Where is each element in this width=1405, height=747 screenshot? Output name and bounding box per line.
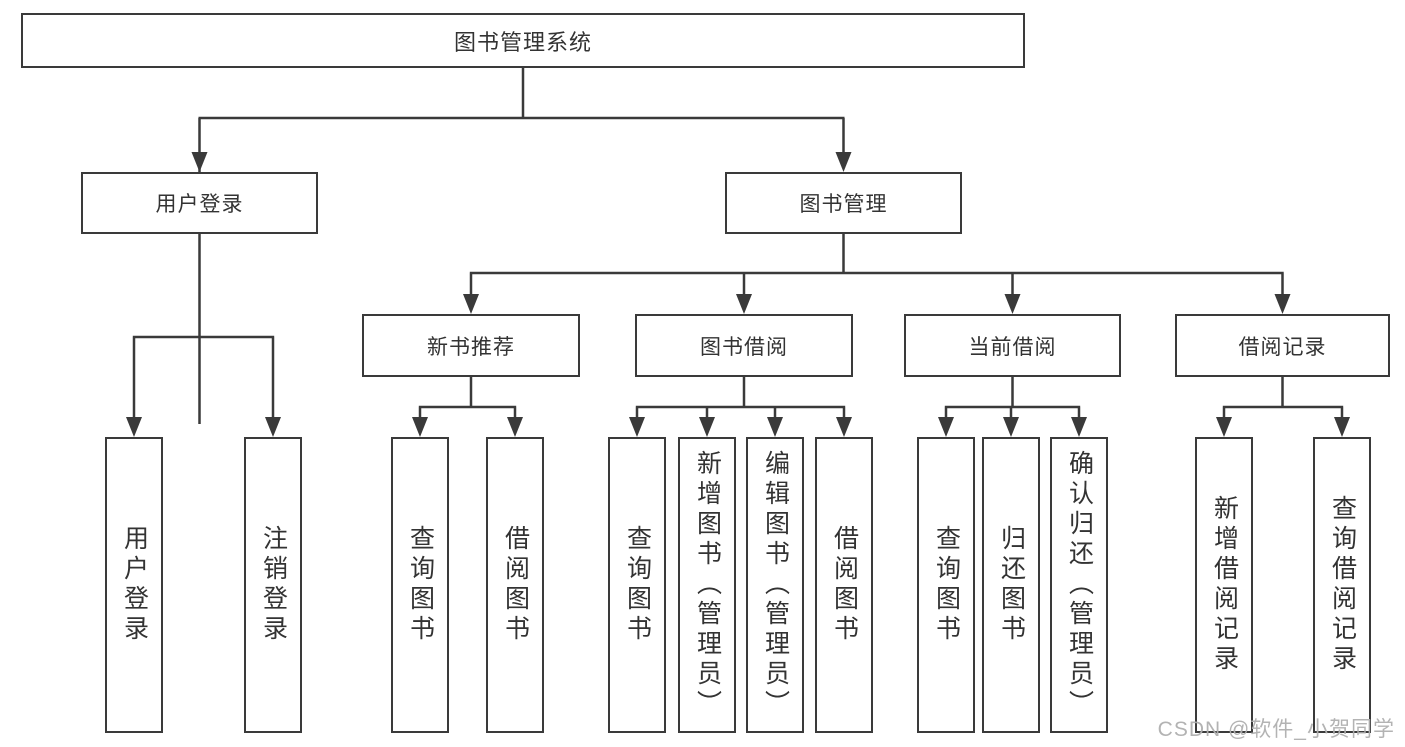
node-new-book-recommend-label: 新书推荐 bbox=[427, 335, 515, 359]
leaf-query-borrow-record: 查询借阅记录 bbox=[1313, 437, 1371, 733]
leaf-user-login: 用户登录 bbox=[105, 437, 163, 733]
leaf-edit-books-admin: 编辑图书（管理员） bbox=[746, 437, 804, 733]
leaf-borrow-books: 借阅图书 bbox=[815, 437, 873, 733]
leaf-query-books-current: 查询图书 bbox=[917, 437, 975, 733]
connector-paths bbox=[132, 68, 1344, 424]
leaf-logout: 注销登录 bbox=[244, 437, 302, 733]
node-root-system: 图书管理系统 bbox=[21, 13, 1025, 68]
leaf-confirm-return-admin-label: 确认归还（管理员） bbox=[1065, 450, 1094, 720]
leaf-edit-books-admin-label: 编辑图书（管理员） bbox=[761, 450, 790, 720]
leaf-user-login-label: 用户登录 bbox=[120, 525, 149, 645]
leaf-return-books-label: 归还图书 bbox=[997, 525, 1026, 645]
leaf-borrow-books-label: 借阅图书 bbox=[830, 525, 859, 645]
node-current-borrow: 当前借阅 bbox=[904, 314, 1121, 377]
watermark: CSDN @软件_小贺同学 bbox=[1157, 718, 1395, 741]
leaf-query-borrow-record-label: 查询借阅记录 bbox=[1328, 495, 1357, 675]
leaf-add-books-admin: 新增图书（管理员） bbox=[678, 437, 736, 733]
node-book-management-label: 图书管理 bbox=[799, 193, 888, 216]
node-borrow-records-label: 借阅记录 bbox=[1238, 335, 1327, 359]
leaf-confirm-return-admin: 确认归还（管理员） bbox=[1050, 437, 1108, 733]
leaf-query-books-borrow-label: 查询图书 bbox=[623, 525, 652, 645]
leaf-return-books: 归还图书 bbox=[982, 437, 1040, 733]
node-root-label: 图书管理系统 bbox=[453, 29, 592, 55]
leaf-borrow-books-recommend-label: 借阅图书 bbox=[501, 525, 530, 645]
node-user-login-label: 用户登录 bbox=[155, 193, 244, 216]
arrowheads bbox=[126, 152, 1350, 437]
leaf-query-books-recommend-label: 查询图书 bbox=[406, 525, 435, 645]
leaf-logout-label: 注销登录 bbox=[259, 525, 288, 645]
leaf-query-books-borrow: 查询图书 bbox=[608, 437, 666, 733]
node-borrow-records: 借阅记录 bbox=[1175, 314, 1390, 377]
leaf-query-books-current-label: 查询图书 bbox=[932, 525, 961, 645]
leaf-borrow-books-recommend: 借阅图书 bbox=[486, 437, 544, 733]
leaf-add-borrow-record-label: 新增借阅记录 bbox=[1210, 495, 1239, 675]
leaf-query-books-recommend: 查询图书 bbox=[391, 437, 449, 733]
node-book-borrow: 图书借阅 bbox=[635, 314, 853, 377]
node-user-login: 用户登录 bbox=[81, 172, 318, 234]
leaf-add-borrow-record: 新增借阅记录 bbox=[1195, 437, 1253, 733]
node-book-borrow-label: 图书借阅 bbox=[700, 335, 788, 359]
leaf-add-books-admin-label: 新增图书（管理员） bbox=[693, 450, 722, 720]
node-new-book-recommend: 新书推荐 bbox=[362, 314, 580, 377]
node-current-borrow-label: 当前借阅 bbox=[968, 335, 1057, 359]
node-book-management: 图书管理 bbox=[725, 172, 962, 234]
